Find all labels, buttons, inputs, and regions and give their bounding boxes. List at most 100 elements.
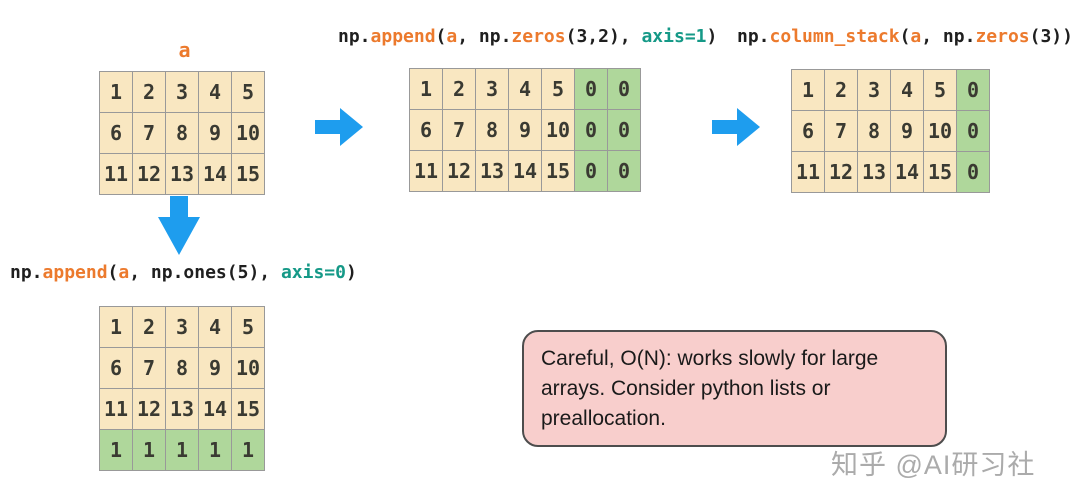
matrix-cell: 3	[857, 69, 891, 111]
code-token: column_stack	[769, 26, 900, 47]
matrix-cell: 0	[574, 150, 608, 192]
code-token: axis=1	[641, 26, 707, 47]
matrix-cell: 7	[132, 347, 166, 389]
matrix-cell: 0	[956, 69, 990, 111]
matrix-cell: 11	[99, 388, 133, 430]
matrix-cell: 5	[923, 69, 957, 111]
code-token: , np.	[457, 26, 512, 47]
matrix-cell: 8	[165, 347, 199, 389]
matrix-cell: 4	[198, 306, 232, 348]
code-token: a	[118, 262, 130, 283]
matrix-cell: 9	[890, 110, 924, 152]
matrix-cell: 1	[791, 69, 825, 111]
matrix-cell: 13	[165, 388, 199, 430]
matrix-cell: 15	[231, 153, 265, 195]
matrix-cell: 0	[574, 109, 608, 151]
code-token: (	[435, 26, 447, 47]
matrix-cell: 3	[165, 71, 199, 113]
code-token: (3))	[1029, 26, 1073, 47]
matrix-cell: 12	[442, 150, 476, 192]
matrix-cell: 0	[607, 109, 641, 151]
matrix-cell: 1	[99, 429, 133, 471]
matrix-cell: 1	[99, 306, 133, 348]
code-token: np.	[10, 262, 43, 283]
matrix-cell: 5	[541, 68, 575, 110]
matrix-cell: 10	[541, 109, 575, 151]
matrix-cell: 15	[231, 388, 265, 430]
matrix-cell: 9	[198, 112, 232, 154]
matrix-cell: 1	[198, 429, 232, 471]
code-token: a	[910, 26, 922, 47]
matrix-cell: 4	[508, 68, 542, 110]
matrix-cell: 5	[231, 71, 265, 113]
matrix-cell: 2	[132, 306, 166, 348]
matrix-cell: 3	[475, 68, 509, 110]
matrix-cell: 11	[791, 151, 825, 193]
matrix-cell: 13	[857, 151, 891, 193]
matrix-cell: 6	[99, 112, 133, 154]
code-token: )	[345, 262, 357, 283]
matrix-cell: 2	[442, 68, 476, 110]
matrix-cell: 4	[198, 71, 232, 113]
code-token: axis=0	[280, 262, 346, 283]
matrix-cell: 3	[165, 306, 199, 348]
matrix-cell: 1	[132, 429, 166, 471]
matrix-cell: 15	[923, 151, 957, 193]
code-token: zeros	[975, 26, 1030, 47]
matrix-cell: 11	[409, 150, 443, 192]
matrix-cell: 1	[231, 429, 265, 471]
matrix-cell: 9	[508, 109, 542, 151]
matrix-cell: 6	[99, 347, 133, 389]
matrix-cell: 1	[165, 429, 199, 471]
matrix-cell: 0	[956, 151, 990, 193]
matrix-cell: 14	[890, 151, 924, 193]
code-token: np.	[338, 26, 371, 47]
code-append-axis0: np.append(a, np.ones(5), axis=0)	[10, 262, 357, 283]
matrix-cell: 0	[607, 150, 641, 192]
code-token: )	[706, 26, 718, 47]
matrix-cell: 12	[824, 151, 858, 193]
matrix-cell: 7	[132, 112, 166, 154]
code-token: (3,2),	[565, 26, 642, 47]
careful-callout: Careful, O(N): works slowly for large ar…	[522, 330, 947, 447]
down-arrow-icon	[158, 196, 200, 255]
code-token: (	[899, 26, 911, 47]
matrix-cell: 12	[132, 153, 166, 195]
right-arrow-icon	[315, 108, 363, 146]
code-token: zeros	[511, 26, 566, 47]
matrix-cell: 9	[198, 347, 232, 389]
matrix-cell: 10	[231, 347, 265, 389]
matrix-cell: 0	[607, 68, 641, 110]
code-token: append	[42, 262, 108, 283]
matrix-cell: 13	[165, 153, 199, 195]
code-token: , np.	[921, 26, 976, 47]
matrix-cell: 10	[923, 110, 957, 152]
matrix-cell: 7	[824, 110, 858, 152]
matrix-cell: 0	[574, 68, 608, 110]
matrix-cell: 4	[890, 69, 924, 111]
code-token: a	[446, 26, 458, 47]
matrix-cell: 13	[475, 150, 509, 192]
code-token: (	[107, 262, 119, 283]
careful-callout-text: Careful, O(N): works slowly for large ar…	[541, 347, 879, 430]
matrix-cell: 6	[409, 109, 443, 151]
matrix-cell: 8	[475, 109, 509, 151]
